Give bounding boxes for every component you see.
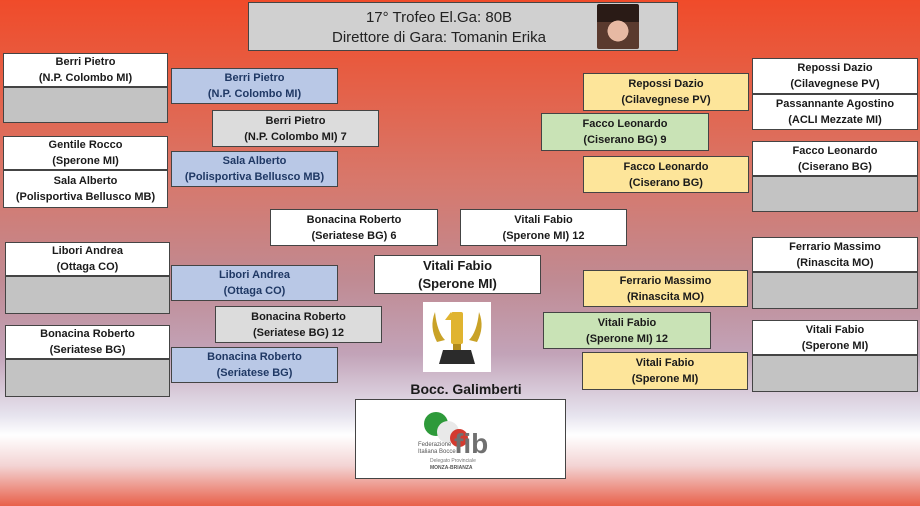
right-r1-player-2: Passannante Agostino (ACLI Mezzate MI): [752, 94, 918, 130]
player-name: Bonacina Roberto: [306, 213, 402, 226]
left-r1-player-1: Berri Pietro (N.P. Colombo MI): [3, 53, 168, 87]
player-club: (Cilavegnese PV): [621, 94, 711, 106]
player-club: (Polisportiva Bellusco MB): [184, 171, 325, 183]
right-r2-player-2: Facco Leonardo (Ciserano BG): [583, 156, 749, 193]
left-r2-player-3: Libori Andrea (Ottaga CO): [171, 265, 338, 301]
right-r1-empty-2: [752, 272, 918, 309]
player-name: Facco Leonardo: [582, 118, 668, 130]
player-club: (Ottaga CO): [56, 261, 119, 273]
player-club: (Seriatese BG) 12: [252, 326, 345, 339]
player-club: (N.P. Colombo MI): [207, 88, 302, 100]
player-club: (Rinascita MO): [796, 256, 874, 269]
player-name: Passannante Agostino: [775, 98, 895, 110]
player-name: Vitali Fabio: [597, 316, 657, 329]
left-r1-player-2: Gentile Rocco (Sperone MI): [3, 136, 168, 170]
player-club: (Sperone MI): [801, 339, 869, 352]
logo-brand: fib: [454, 428, 489, 459]
player-name: Vitali Fabio: [635, 357, 695, 369]
left-r2-player-2: Sala Alberto (Polisportiva Bellusco MB): [171, 151, 338, 187]
player-club: (N.P. Colombo MI): [38, 72, 133, 84]
player-name: Libori Andrea: [51, 245, 124, 257]
player-club: (Ciserano BG) 9: [583, 134, 667, 146]
left-r1-player-5: Bonacina Roberto (Seriatese BG): [5, 325, 170, 359]
player-club: (Sperone MI): [52, 155, 119, 167]
player-club: (Seriatese BG): [216, 367, 293, 379]
director-photo: [597, 4, 639, 49]
player-name: Bonacina Roberto: [251, 310, 346, 323]
player-club: (Sperone MI): [631, 373, 699, 385]
sponsor-name: Bocc. Galimberti: [410, 381, 522, 397]
right-r1-player-5: Vitali Fabio (Sperone MI): [752, 320, 918, 355]
winner-box: Vitali Fabio (Sperone MI): [374, 255, 541, 294]
player-club: (Sperone MI) 12: [502, 229, 585, 242]
semifinal-left: Bonacina Roberto (Seriatese BG) 6: [270, 209, 438, 246]
logo-org-3: Delegato Provinciale: [430, 458, 476, 464]
right-r2-player-4: Vitali Fabio (Sperone MI): [582, 352, 748, 390]
player-name: Libori Andrea: [218, 269, 291, 281]
logo-org-1: Federazione: [418, 442, 452, 448]
player-club: (Cilavegnese PV): [790, 78, 880, 90]
player-name: Sala Alberto: [222, 155, 287, 167]
right-r2-player-3: Ferrario Massimo (Rinascita MO): [583, 270, 748, 307]
player-name: Bonacina Roberto: [40, 328, 135, 340]
winner-name: Vitali Fabio: [422, 257, 493, 273]
player-name: Vitali Fabio: [805, 323, 865, 336]
race-director: Direttore di Gara: Tomanin Erika: [332, 29, 546, 46]
right-r3-player-1: Facco Leonardo (Ciserano BG) 9: [541, 113, 709, 151]
left-r3-player-2: Bonacina Roberto (Seriatese BG) 12: [215, 306, 382, 343]
right-r1-empty-1: [752, 176, 918, 212]
player-name: Facco Leonardo: [623, 160, 709, 173]
player-club: (Ciserano BG): [798, 160, 872, 173]
player-name: Facco Leonardo: [792, 144, 878, 157]
right-r1-player-4: Ferrario Massimo (Rinascita MO): [752, 237, 918, 272]
player-club: (Seriatese BG): [49, 344, 126, 356]
player-club: (Seriatese BG) 6: [311, 229, 397, 242]
logo-org-4: MONZA-BRIANZA: [430, 465, 473, 471]
federation-logo: fib Federazione Italiana Bocce Delegato …: [355, 399, 566, 479]
player-club: (Polisportiva Bellusco MB): [15, 191, 156, 203]
right-r2-player-1: Repossi Dazio (Cilavegnese PV): [583, 73, 749, 111]
left-r1-empty-2: [5, 276, 170, 314]
trophy-icon: [423, 302, 491, 372]
player-name: Berri Pietro: [224, 72, 285, 84]
player-name: Vitali Fabio: [514, 213, 573, 226]
semifinal-right: Vitali Fabio (Sperone MI) 12: [460, 209, 627, 246]
player-name: Repossi Dazio: [628, 78, 704, 90]
logo-org-2: Italiana Bocce: [418, 449, 456, 455]
left-r1-empty-3: [5, 359, 170, 397]
player-club: (Sperone MI) 12: [586, 332, 668, 345]
player-name: Repossi Dazio: [797, 62, 873, 74]
left-r1-player-3: Sala Alberto (Polisportiva Bellusco MB): [3, 170, 168, 208]
right-r3-player-2: Vitali Fabio (Sperone MI) 12: [543, 312, 711, 349]
left-r1-empty-1: [3, 87, 168, 123]
player-name: Bonacina Roberto: [207, 351, 302, 363]
player-club: (Rinascita MO): [626, 290, 704, 303]
right-r1-empty-3: [752, 355, 918, 392]
event-title: 17° Trofeo El.Ga: 80B: [365, 9, 513, 26]
winner-club: (Sperone MI): [418, 275, 497, 291]
player-club: (N.P. Colombo MI) 7: [244, 130, 347, 143]
player-name: Gentile Rocco: [48, 139, 123, 151]
player-club: (ACLI Mezzate MI): [788, 114, 882, 126]
event-header: 17° Trofeo El.Ga: 80B Direttore di Gara:…: [248, 2, 678, 51]
right-r1-player-1: Repossi Dazio (Cilavegnese PV): [752, 58, 918, 94]
player-club: (Ciserano BG): [629, 176, 703, 189]
right-r1-player-3: Facco Leonardo (Ciserano BG): [752, 141, 918, 176]
player-name: Berri Pietro: [265, 114, 326, 127]
player-name: Sala Alberto: [53, 175, 118, 187]
player-name: Ferrario Massimo: [619, 274, 712, 287]
left-r3-player-1: Berri Pietro (N.P. Colombo MI) 7: [212, 110, 379, 147]
left-r1-player-4: Libori Andrea (Ottaga CO): [5, 242, 170, 276]
player-name: Berri Pietro: [55, 56, 116, 68]
player-name: Ferrario Massimo: [789, 240, 881, 253]
left-r2-player-1: Berri Pietro (N.P. Colombo MI): [171, 68, 338, 104]
left-r2-player-4: Bonacina Roberto (Seriatese BG): [171, 347, 338, 383]
player-club: (Ottaga CO): [223, 285, 286, 297]
